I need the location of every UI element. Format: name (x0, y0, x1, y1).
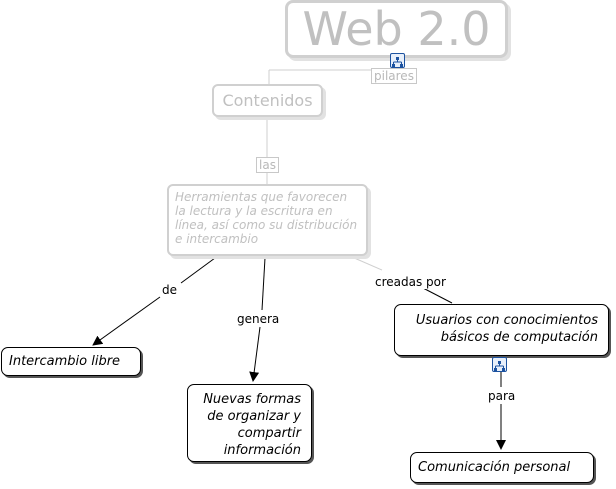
concept-contenidos[interactable]: Contenidos (212, 84, 323, 117)
link-label-de: de (160, 283, 179, 297)
concept-contenidos-label: Contenidos (222, 91, 313, 110)
concept-usuarios[interactable]: Usuarios con conocimientos básicos de co… (394, 304, 609, 356)
concept-comunicacion-personal[interactable]: Comunicación personal (410, 452, 594, 483)
link-label-las: las (256, 157, 279, 173)
link-label-genera: genera (235, 312, 282, 326)
concept-nuevas-formas[interactable]: Nuevas formas de organizar y compartir i… (187, 384, 312, 462)
concept-intercambio-libre[interactable]: Intercambio libre (1, 347, 141, 376)
concept-comunicacion-label: Comunicación personal (418, 460, 571, 475)
concept-map-icon[interactable] (390, 53, 405, 68)
concept-intercambio-label: Intercambio libre (9, 354, 121, 369)
link-label-para: para (486, 389, 518, 403)
concept-herramientas[interactable]: Herramientas que favorecen la lectura y … (167, 184, 368, 256)
concept-herramientas-label: Herramientas que favorecen la lectura y … (175, 190, 358, 246)
concept-nuevas-formas-label: Nuevas formas de organizar y compartir i… (203, 392, 301, 458)
link-label-creadas-por: creadas por (373, 275, 448, 289)
root-concept-web20[interactable]: Web 2.0 (285, 0, 508, 58)
concept-usuarios-label: Usuarios con conocimientos básicos de co… (415, 313, 598, 345)
root-concept-label: Web 2.0 (302, 2, 491, 56)
concept-map-icon[interactable] (492, 357, 507, 372)
link-label-pilares: pilares (371, 68, 417, 84)
